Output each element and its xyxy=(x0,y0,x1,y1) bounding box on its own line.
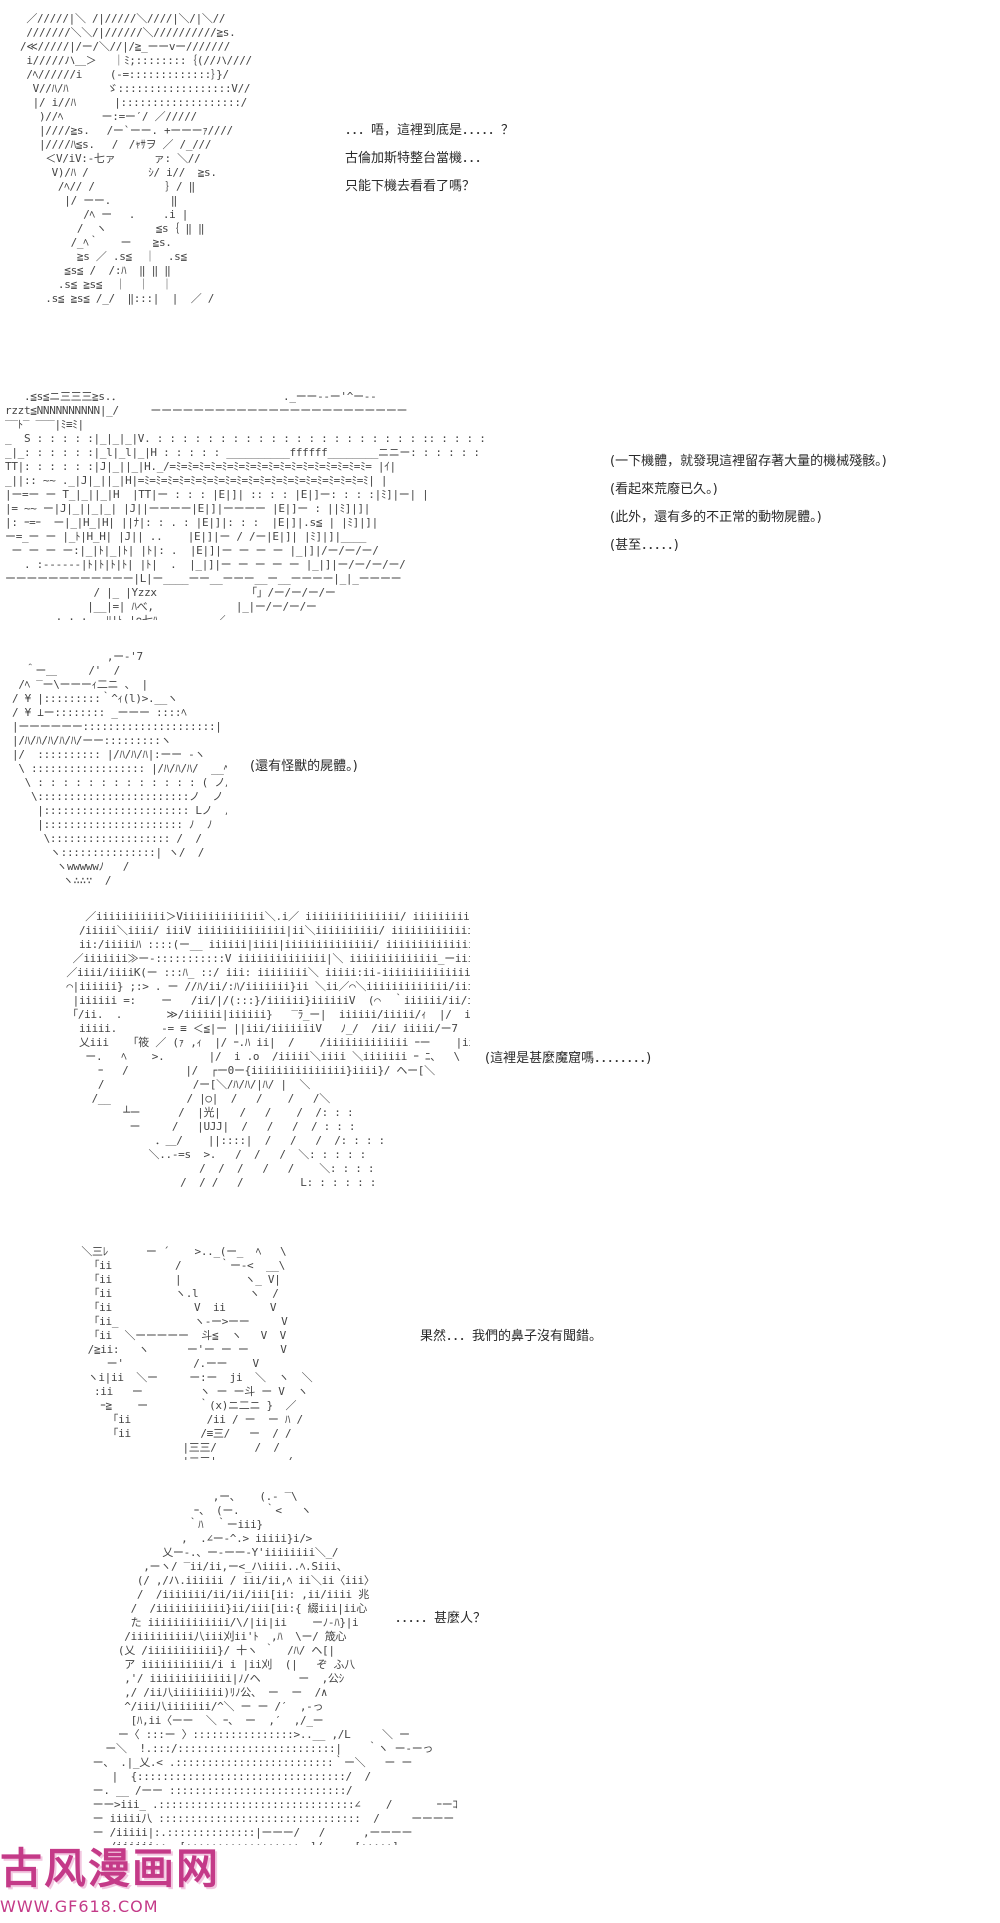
ascii-art-character-cockpit: ／/////|＼ /|/////＼////|＼/|＼// ///////＼＼/|… xyxy=(20,12,252,305)
ascii-art-hooded-figure: ,ー、 (.- ‾\ ｰ、 (ー. ｀< ヽ ｀ﾊ ｀ーiii} , .∠ー-^… xyxy=(92,1490,458,1845)
dialog-line: ．．．．．甚麼人？ xyxy=(395,1611,487,1626)
watermark-url: WWW.GF618.COM xyxy=(0,1897,159,1916)
ascii-art-wreckage-hangar: .≦s≦ニ三三三≧s.． ._ーー--ー'^ー-- rzzt≦NNNNNNNNN… xyxy=(5,390,486,620)
dialog-line: (還有怪獸的屍體。) xyxy=(250,759,358,774)
dialog-line: (甚至．．．．．) xyxy=(610,538,679,553)
dialog-line: ．．．唔，這裡到底是．．．．．？ xyxy=(345,123,515,138)
dialog-line: (此外，還有多的不正常的動物屍體。) xyxy=(610,510,822,525)
panel-5: ＼三ﾚ ー ´ >.._(ー_ ﾍ \ ｢ii / ｀ー-< __\ ｢ii |… xyxy=(0,1240,1000,1465)
dialog-line: 只能下機去看看了嗎？ xyxy=(345,179,476,194)
watermark-title: 古风漫画网 xyxy=(0,1844,221,1893)
dialog-block-1: ．．．唔，這裡到底是．．．．．？ 古倫加斯特整台當機．．． 只能下機去看看了嗎？ xyxy=(345,122,514,206)
panel-4: ／iiiiiiiiiii＞Viiiiiiiiiiiii＼.i／ iiiiiiii… xyxy=(0,905,1000,1215)
dialog-block-2: (一下機體，就發現這裡留存著大量的機械殘骸。) (看起來荒廢已久。) (此外，還… xyxy=(610,453,887,565)
dialog-line: (看起來荒廢已久。) xyxy=(610,482,718,497)
panel-6: ,ー、 (.- ‾\ ｰ、 (ー. ｀< ヽ ｀ﾊ ｀ーiii} , .∠ー-^… xyxy=(0,1485,1000,1845)
ascii-art-beast-leaping: ＼三ﾚ ー ´ >.._(ー_ ﾍ \ ｢ii / ｀ー-< __\ ｢ii |… xyxy=(81,1245,313,1460)
dialog-line: (這裡是甚麼魔窟嗎．．．．．．．．) xyxy=(485,1051,652,1066)
dialog-line: (一下機體，就發現這裡留存著大量的機械殘骸。) xyxy=(610,454,887,469)
panel-2: .≦s≦ニ三三三≧s.． ._ーー--ー'^ー-- rzzt≦NNNNNNNNN… xyxy=(0,385,1000,625)
ascii-art-pilot-figure: ／iiiiiiiiiii＞Viiiiiiiiiiiii＼.i／ iiiiiiii… xyxy=(66,910,470,1189)
panel-3: ,ー-'7 ＾ー＿ /' / /ﾍ ‾ー\ーーーｨ二ニ 、 | / ¥ |:::… xyxy=(0,645,1000,890)
site-watermark-logo: 古风漫画网 WWW.GF618.COM xyxy=(0,1845,230,1923)
panel-1: ／/////|＼ /|/////＼////|＼/|＼// ///////＼＼/|… xyxy=(0,0,1000,340)
dialog-line: 果然．．．我們的鼻子沒有聞錯。 xyxy=(420,1329,603,1344)
ascii-art-monster-corpse: ,ー-'7 ＾ー＿ /' / /ﾍ ‾ー\ーーーｨ二ニ 、 | / ¥ |:::… xyxy=(12,650,227,885)
dialog-line: 古倫加斯特整台當機．．． xyxy=(345,151,489,166)
